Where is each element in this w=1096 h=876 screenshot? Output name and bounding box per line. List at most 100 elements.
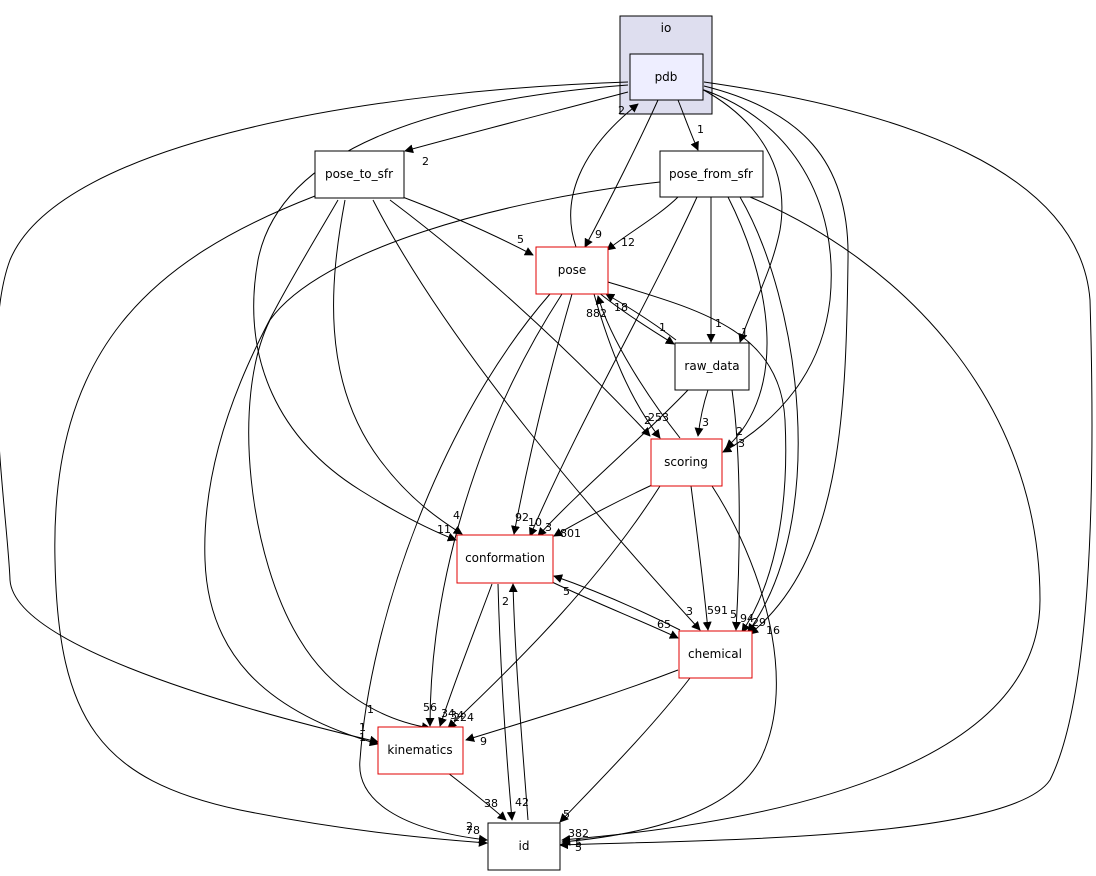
edge-label: 34: [450, 709, 464, 722]
edge-scoring-pose: [595, 295, 681, 439]
edge-scoring-kinematics: [447, 485, 661, 729]
node-conformation[interactable]: conformation: [456, 534, 554, 584]
node-pose-to-sfr[interactable]: pose_to_sfr: [314, 150, 405, 199]
edge-label: 882: [586, 307, 607, 320]
node-raw-data-box: [674, 342, 750, 391]
edge-pose-raw-data: [597, 291, 675, 345]
edge-label: 1: [659, 321, 666, 334]
edge-pdb-scoring: [703, 89, 832, 453]
edge-label: 1: [697, 123, 704, 136]
edge-raw-data-pose: [605, 293, 677, 341]
edge-raw-data-conformation: [537, 389, 689, 537]
edge-pose-to-sfr-conformation: [333, 199, 463, 535]
edge-pose-to-sfr-scoring: [389, 199, 651, 437]
edge-label: 3: [686, 605, 693, 618]
edge-pdb-pose: [584, 99, 659, 248]
edge-label: 5: [563, 808, 570, 821]
edge-chemical-conformation: [553, 574, 681, 631]
node-conformation-box: [456, 534, 554, 584]
edge-labels: 2 1 9 2 1 3 11 16 1 5 5 2 4 3 1 2 78 12 …: [359, 104, 780, 854]
node-pose-from-sfr-label: pose_from_sfr: [669, 167, 753, 181]
edge-pose-from-sfr-kinematics: [248, 181, 661, 732]
node-pose-box: [535, 246, 609, 295]
edge-label: 12: [621, 236, 635, 249]
edge-label: 2: [502, 595, 509, 608]
edge-label: 1: [741, 326, 748, 339]
node-kinematics[interactable]: kinematics: [377, 726, 464, 775]
node-pdb-box: [629, 53, 704, 101]
node-kinematics-box: [377, 726, 464, 775]
edge-label: 65: [657, 618, 671, 631]
edge-pose-from-sfr-conformation: [529, 196, 698, 537]
node-chemical[interactable]: chemical: [678, 630, 753, 679]
edge-pose-id: [359, 293, 551, 844]
edge-label: 801: [560, 527, 581, 540]
edge-pose-to-sfr-chemical: [372, 199, 701, 631]
edge-kinematics-id: [447, 772, 507, 821]
edge-pose-scoring: [593, 293, 661, 439]
node-conformation-label: conformation: [465, 551, 545, 565]
edge-pose-to-sfr-pose: [399, 195, 534, 256]
edge-chemical-id: [559, 677, 691, 823]
node-id-box: [487, 822, 561, 871]
edge-label: 9: [480, 735, 487, 748]
edge-scoring-id: [561, 485, 777, 846]
cluster-io-label: io: [661, 21, 672, 35]
node-scoring-label: scoring: [664, 455, 708, 469]
edge-label: 1: [715, 317, 722, 330]
edge-label: 1: [367, 703, 374, 716]
edge-pdb-raw-data: [699, 87, 783, 343]
edge-label: 34: [441, 707, 455, 720]
edge-pdb-id: [559, 81, 1093, 850]
node-pose-from-sfr[interactable]: pose_from_sfr: [659, 150, 764, 198]
edge-label: 92: [515, 511, 529, 524]
edge-label: 42: [515, 796, 529, 809]
node-chemical-label: chemical: [688, 647, 742, 661]
edge-label: 2: [618, 104, 625, 117]
edge-raw-data-scoring: [694, 389, 709, 437]
node-raw-data[interactable]: raw_data: [674, 342, 750, 391]
node-pdb[interactable]: pdb: [629, 53, 704, 101]
node-kinematics-label: kinematics: [387, 743, 452, 757]
edges: [0, 81, 1093, 850]
edge-scoring-chemical: [690, 485, 712, 631]
edge-pdb-chemical: [703, 85, 849, 635]
edge-id-conformation: [508, 583, 529, 821]
edge-raw-data-chemical: [731, 389, 741, 631]
edge-label: 5: [563, 585, 570, 598]
edge-pose-conformation: [511, 293, 573, 535]
edge-label: 38: [484, 797, 498, 810]
node-scoring[interactable]: scoring: [650, 438, 723, 487]
edge-label: 16: [766, 624, 780, 637]
edge-pose-from-sfr-id: [561, 196, 1041, 844]
node-pdb-label: pdb: [655, 70, 678, 84]
edge-label: 2: [644, 414, 651, 427]
edge-label: 3: [738, 437, 745, 450]
edge-label: 56: [423, 701, 437, 714]
edge-label: 78: [466, 824, 480, 837]
edge-pdb-conformation: [253, 84, 629, 542]
edge-conformation-id: [497, 583, 516, 821]
edge-chemical-kinematics: [465, 669, 679, 742]
edge-pose-chemical: [607, 281, 787, 633]
edge-label: 3: [545, 521, 552, 534]
node-pose[interactable]: pose: [535, 246, 609, 295]
edge-label: 2: [466, 820, 473, 833]
edge-pose-to-sfr-kinematics: [204, 199, 379, 747]
edge-pose-to-sfr-id: [54, 195, 488, 847]
node-pose-to-sfr-box: [314, 150, 405, 199]
edge-pose-from-sfr-pose: [606, 196, 679, 251]
node-pose-from-sfr-box: [659, 150, 764, 198]
edge-label: 29: [752, 616, 766, 629]
edge-label: 18: [614, 301, 628, 314]
node-pose-to-sfr-label: pose_to_sfr: [325, 167, 393, 181]
edge-pose-kinematics: [425, 293, 563, 727]
edge-label: 5: [517, 233, 524, 246]
edge-label: 9: [595, 228, 602, 241]
node-id[interactable]: id: [487, 822, 561, 871]
node-chemical-box: [678, 630, 753, 679]
edge-pose-pdb: [570, 103, 639, 248]
node-id-label: id: [519, 839, 530, 853]
edge-pose-from-sfr-chemical: [739, 196, 799, 633]
edge-conformation-chemical: [551, 581, 679, 639]
